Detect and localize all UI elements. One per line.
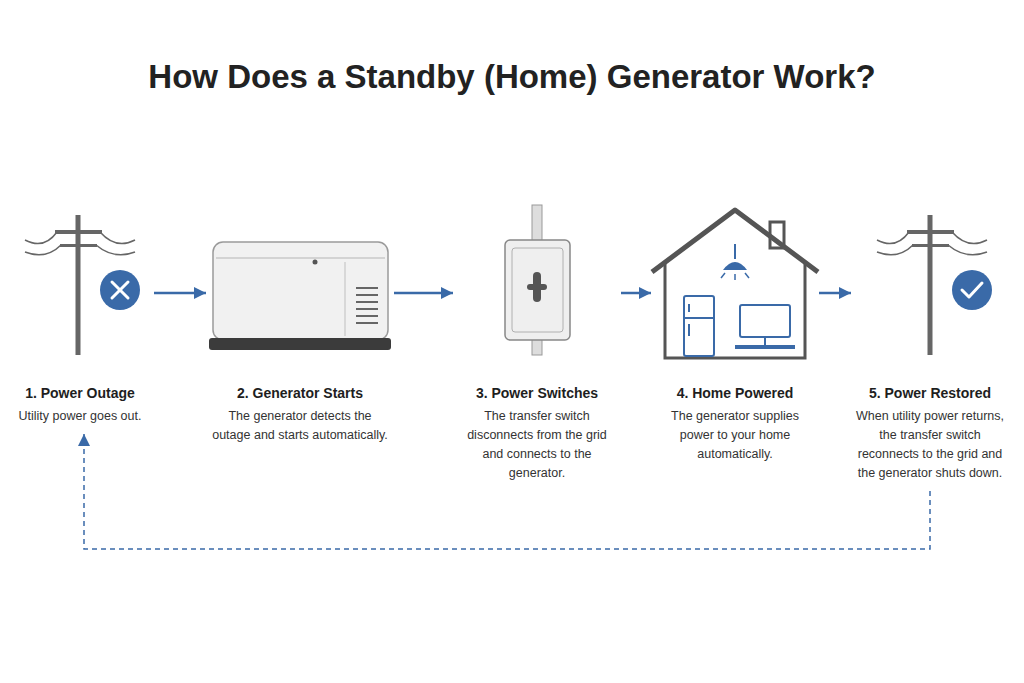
step-heading: 1. Power Outage — [10, 385, 150, 401]
flow-arrow — [154, 292, 206, 295]
house-icon — [652, 210, 818, 358]
step-panel: 5. Power RestoredWhen utility power retu… — [855, 205, 1005, 483]
restored-symbol — [952, 270, 992, 310]
outage-symbol — [100, 270, 140, 310]
step-description: The generator supplies power to your hom… — [655, 407, 815, 464]
step-panel: 2. Generator StartsThe generator detects… — [210, 205, 390, 445]
step-panel: 4. Home PoweredThe generator supplies po… — [655, 205, 815, 464]
step-panel: 3. Power SwitchesThe transfer switch dis… — [457, 205, 617, 483]
step-description: When utility power returns, the transfer… — [855, 407, 1005, 483]
step-heading: 5. Power Restored — [855, 385, 1005, 401]
step-panel: 1. Power OutageUtility power goes out. — [10, 205, 150, 426]
step-heading: 3. Power Switches — [457, 385, 617, 401]
step-description: The generator detects the outage and sta… — [210, 407, 390, 445]
step-description: Utility power goes out. — [10, 407, 150, 426]
step-heading: 2. Generator Starts — [210, 385, 390, 401]
generator-icon — [209, 242, 391, 350]
flow-arrow — [819, 292, 851, 295]
transfer-switch-icon — [505, 205, 570, 355]
diagram-title: How Does a Standby (Home) Generator Work… — [0, 58, 1024, 96]
flow-arrow — [394, 292, 453, 295]
flow-arrow — [621, 292, 651, 295]
step-description: The transfer switch disconnects from the… — [457, 407, 617, 483]
step-heading: 4. Home Powered — [655, 385, 815, 401]
